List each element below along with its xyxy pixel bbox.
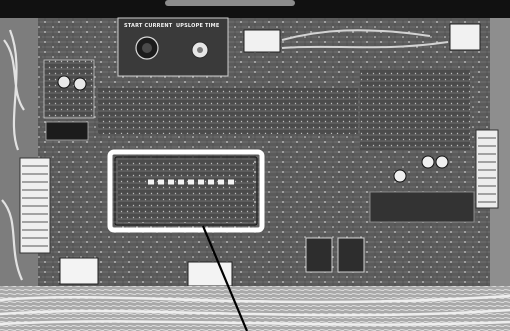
capacitor-4 bbox=[435, 155, 449, 169]
highlight-frame-inner bbox=[114, 156, 258, 226]
upper-cables bbox=[281, 29, 449, 49]
component-band-right bbox=[360, 70, 470, 150]
start-current-label: START CURRENT bbox=[124, 23, 173, 29]
left-wires bbox=[1, 29, 25, 281]
leader-line bbox=[201, 225, 249, 331]
lower-connector-mid bbox=[187, 261, 233, 287]
relay-block bbox=[45, 121, 89, 141]
right-terminal-strip bbox=[475, 129, 499, 209]
transistor-bank bbox=[369, 191, 475, 223]
relay-right bbox=[337, 237, 365, 273]
top-connector-center bbox=[243, 29, 281, 53]
start-current-knob-cap bbox=[142, 43, 152, 53]
upslope-time-label: UPSLOPE TIME bbox=[176, 23, 220, 29]
highlight-frame bbox=[107, 149, 265, 233]
capacitor-2 bbox=[73, 77, 87, 91]
capacitor-1 bbox=[57, 75, 71, 89]
capacitor-3 bbox=[421, 155, 435, 169]
top-connector-right bbox=[449, 23, 481, 51]
upslope-time-knob-center bbox=[197, 47, 203, 53]
right-terminal-slots bbox=[478, 137, 496, 203]
highlighted-component-area bbox=[118, 160, 254, 222]
terminal-slots bbox=[22, 165, 48, 247]
right-wiring-harness bbox=[490, 18, 510, 310]
relay-left bbox=[305, 237, 333, 273]
upper-left-module bbox=[43, 59, 95, 119]
top-cabinet-edge bbox=[0, 0, 510, 18]
component-band-upper bbox=[98, 88, 358, 134]
top-cable bbox=[165, 0, 295, 6]
capacitor-5 bbox=[393, 169, 407, 183]
lower-connector-left bbox=[59, 257, 99, 285]
